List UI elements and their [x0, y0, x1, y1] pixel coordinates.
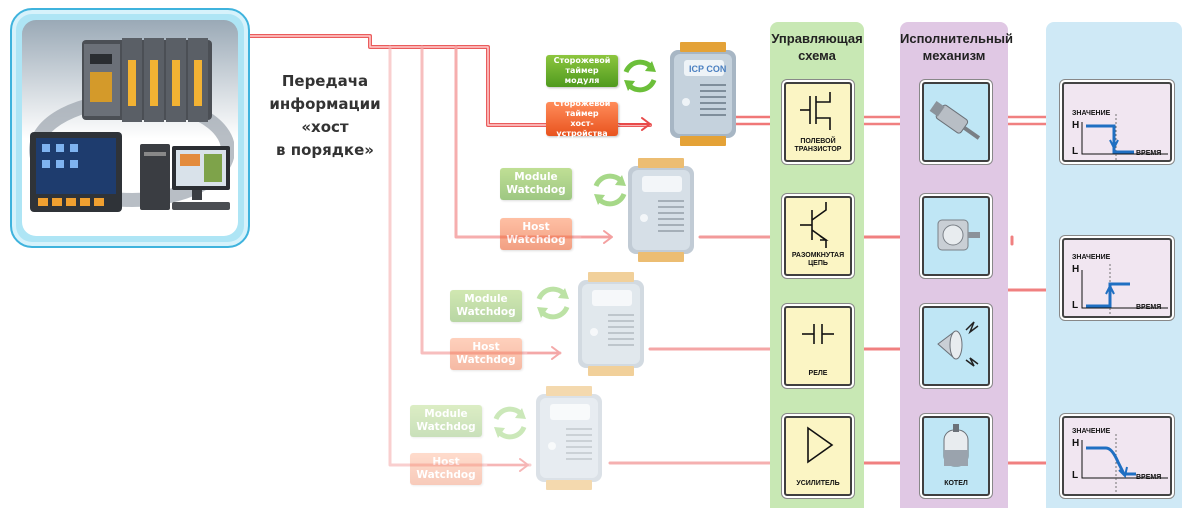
ramp-down-graph-icon — [1081, 434, 1168, 494]
host-message-line: Передача — [281, 72, 369, 90]
graph-low-label: L — [1072, 300, 1079, 311]
refresh-cycle-icon — [624, 61, 656, 91]
wd-line: Watchdog — [456, 354, 516, 366]
column-title-line: Управляющая — [771, 31, 863, 46]
host-message-line: информации — [269, 95, 381, 113]
signal-graph-1: ЗНАЧЕНИЕ H L ВРЕМЯ — [1062, 82, 1172, 162]
host-ok-message: Передача информации «хост в порядке» — [252, 70, 398, 162]
wd-line: Module — [424, 408, 468, 420]
relay-tile: РЕЛЕ — [784, 306, 852, 386]
siren-tile — [922, 306, 990, 386]
transistor-tile: РАЗОМКНУТАЯ ЦЕПЬ — [784, 196, 852, 276]
wd-line: Host — [432, 456, 460, 468]
tile-label-line: ЦЕПЬ — [808, 260, 828, 267]
wd-line: таймер — [565, 109, 599, 118]
tile-label-line: ТРАНЗИСТОР — [794, 146, 842, 153]
tile-label-line: РАЗОМКНУТАЯ — [791, 252, 845, 259]
wd-line: модуля — [564, 76, 600, 85]
boiler-tile: КОТЕЛ — [922, 416, 990, 496]
graph-high-label: H — [1072, 120, 1080, 131]
tile-label: РАЗОМКНУТАЯ ЦЕПЬ — [786, 252, 850, 268]
pac-controller-icon — [82, 38, 212, 122]
step-down-graph-icon — [1081, 114, 1168, 160]
linear-actuator-tile — [922, 82, 990, 162]
fet-tile: ПОЛЕВОЙ ТРАНЗИСТОР — [784, 82, 852, 162]
host-message-line: в порядке» — [276, 141, 374, 159]
graph-high-label: H — [1072, 438, 1080, 449]
io-module-icon — [578, 272, 644, 376]
host-message-line: «хост — [301, 118, 349, 136]
io-module-icon — [628, 158, 694, 262]
drop-wire-3 — [420, 45, 562, 355]
wd-line: Watchdog — [416, 469, 476, 481]
refresh-cycle-icon — [494, 408, 526, 438]
computer-icon — [140, 144, 230, 210]
fet-symbol-icon — [800, 92, 831, 130]
amplifier-symbol-icon — [807, 426, 834, 464]
tile-label: УСИЛИТЕЛЬ — [786, 480, 850, 488]
tile-label: КОТЕЛ — [924, 480, 988, 488]
wd-line: Module — [514, 171, 558, 183]
refresh-cycle-icon — [594, 175, 626, 205]
tile-label-line: ПОЛЕВОЙ — [800, 138, 836, 145]
module-logo: ICP CON — [689, 64, 727, 74]
wd-line: хост-устройства — [556, 119, 608, 138]
signal-graph-2: ЗНАЧЕНИЕ H L ВРЕМЯ — [1062, 238, 1172, 318]
graph-low-label: L — [1072, 146, 1079, 157]
refresh-cycle-icon — [537, 288, 569, 318]
drop-wire-4 — [388, 45, 532, 467]
wd-line: Watchdog — [506, 184, 566, 196]
linear-actuator-icon — [929, 101, 981, 140]
column-title-line: механизм — [922, 48, 986, 63]
transistor-symbol-icon — [800, 202, 829, 248]
graph-high-label: H — [1072, 264, 1080, 275]
wd-line: Сторожевой — [553, 99, 611, 108]
graph-value-label: ЗНАЧЕНИЕ — [1072, 428, 1111, 435]
relay-symbol-icon — [802, 324, 834, 344]
touch-panel-icon — [30, 132, 122, 212]
graph-low-label: L — [1072, 470, 1079, 481]
control-column-title: Управляющая схема — [770, 30, 864, 64]
wd-line: Watchdog — [416, 421, 476, 433]
tile-label-line: УСИЛИТЕЛЬ — [796, 480, 840, 487]
wd-line: Host — [472, 341, 500, 353]
step-up-graph-icon — [1081, 264, 1168, 316]
wd-line: таймер — [565, 66, 599, 75]
tile-label: РЕЛЕ — [786, 370, 850, 378]
boiler-icon — [943, 424, 969, 467]
wd-line: Watchdog — [506, 234, 566, 246]
tile-label-line: КОТЕЛ — [944, 480, 968, 487]
signal-graph-3: ЗНАЧЕНИЕ H L ВРЕМЯ — [1062, 416, 1172, 496]
io-module-icon — [670, 42, 736, 146]
amplifier-tile: УСИЛИТЕЛЬ — [784, 416, 852, 496]
host-controller-panel — [10, 8, 250, 248]
host-watchdog-label: Сторожевой таймер хост-устройства — [546, 99, 618, 138]
graph-value-label: ЗНАЧЕНИЕ — [1072, 110, 1111, 117]
motor-icon — [937, 219, 980, 251]
host-devices-illustration — [29, 38, 235, 212]
io-module-icon — [536, 386, 602, 490]
wd-line: Host — [522, 221, 550, 233]
wd-line: Сторожевой — [553, 56, 611, 65]
wd-line: Watchdog — [456, 306, 516, 318]
wd-line: Module — [464, 293, 508, 305]
module-watchdog-label: Сторожевой таймер модуля — [546, 55, 618, 87]
graph-value-label: ЗНАЧЕНИЕ — [1072, 254, 1111, 261]
actuator-column-title: Исполнительный механизм — [900, 30, 1013, 64]
tile-label-line: РЕЛЕ — [808, 370, 828, 377]
column-title-line: Исполнительный — [900, 31, 1013, 46]
tile-label: ПОЛЕВОЙ ТРАНЗИСТОР — [786, 138, 850, 154]
motor-tile — [922, 196, 990, 276]
column-title-line: схема — [798, 48, 836, 63]
siren-icon — [937, 321, 979, 367]
